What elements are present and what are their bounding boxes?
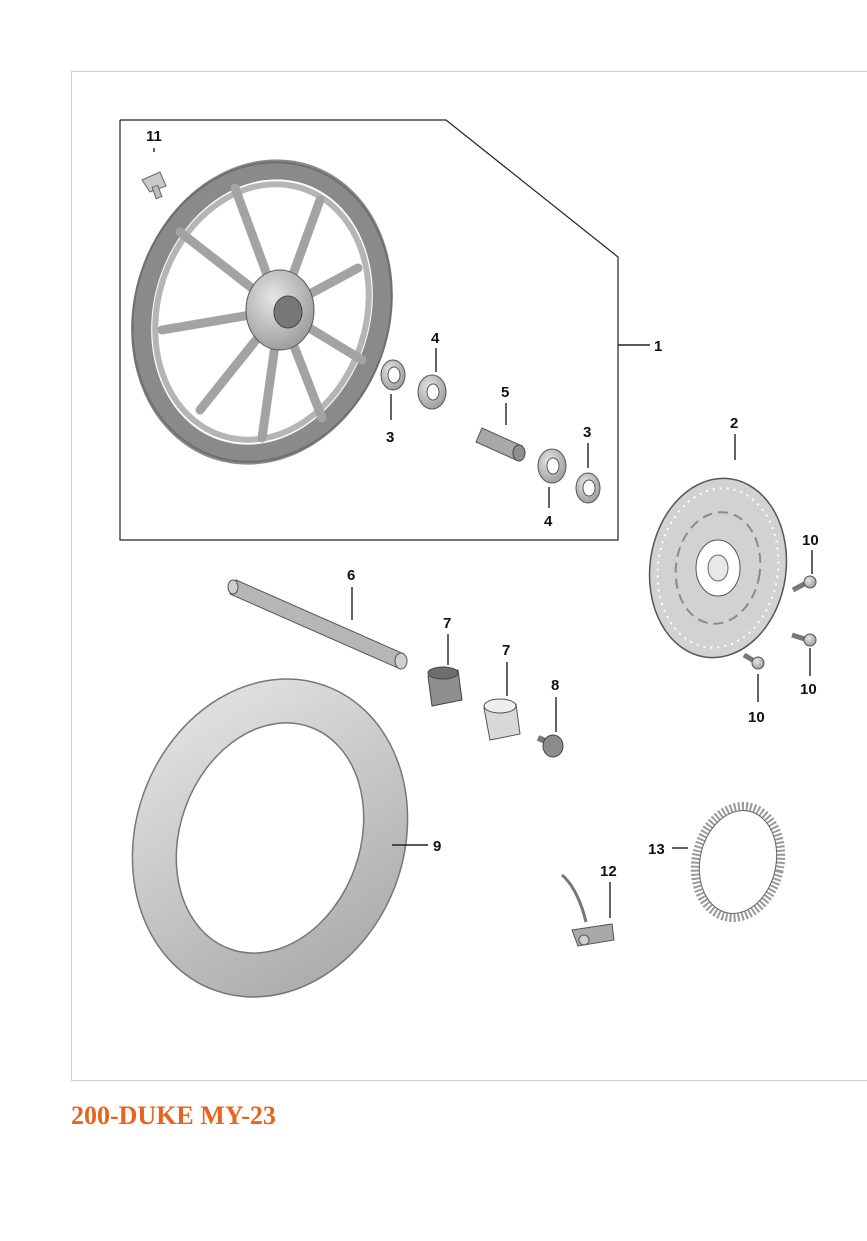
valve-part — [141, 171, 167, 200]
spacer-sleeve-b-part — [483, 698, 521, 741]
callout-4-left: 4 — [431, 330, 440, 347]
sensor-ring-part — [690, 802, 786, 922]
model-caption: 200-DUKE MY-23 — [71, 1101, 276, 1130]
disc-screw-b-part — [791, 632, 817, 647]
seal-ring-left-part — [380, 359, 406, 391]
brake-disc-part — [648, 477, 788, 659]
wheel-rim-part — [131, 159, 393, 465]
callout-10c: 10 — [748, 709, 765, 726]
callout-12: 12 — [600, 863, 617, 880]
axle-part — [227, 579, 408, 670]
callout-10b: 10 — [800, 681, 817, 698]
abs-sensor-part — [560, 873, 615, 947]
callout-10a: 10 — [802, 532, 819, 549]
callout-3-left: 3 — [386, 429, 394, 446]
callout-11: 11 — [146, 128, 162, 145]
disc-screw-a-part — [791, 575, 817, 593]
diagram-frame — [71, 71, 867, 1081]
callout-1: 1 — [654, 338, 662, 355]
callout-6: 6 — [347, 567, 355, 584]
disc-screw-c-part — [742, 652, 765, 670]
bearing-right-part — [537, 448, 567, 484]
bolt-part — [536, 734, 564, 758]
spacer-sleeve-a-part — [427, 666, 463, 707]
callout-3-right: 3 — [583, 424, 591, 441]
wheel-assembly-outline — [119, 119, 619, 541]
callout-7b: 7 — [502, 642, 510, 659]
callout-2: 2 — [730, 415, 738, 432]
exploded-parts-diagram: 1 2 3 3 4 4 5 6 7 7 8 9 10 10 10 11 12 1… — [119, 119, 819, 998]
callout-7a: 7 — [443, 615, 451, 632]
spacer-part — [475, 427, 526, 462]
callout-8: 8 — [551, 677, 559, 694]
seal-ring-right-part — [575, 472, 601, 504]
callout-9: 9 — [433, 838, 441, 855]
tyre-part — [131, 678, 409, 998]
callout-5: 5 — [501, 384, 509, 401]
callout-13: 13 — [648, 841, 665, 858]
bearing-left-part — [417, 374, 447, 410]
callout-4-right: 4 — [544, 513, 553, 530]
